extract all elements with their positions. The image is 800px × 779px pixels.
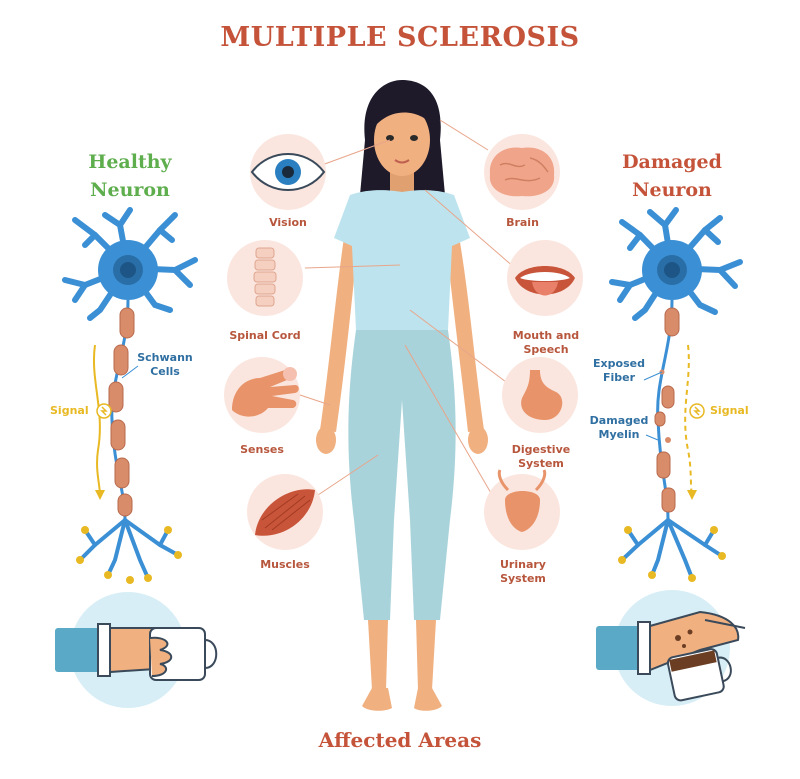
damaged-hand-icon (596, 590, 746, 706)
label-schwann-line2: Cells (150, 365, 180, 378)
label-spinal-cord: Spinal Cord (229, 329, 301, 342)
label-digestive-line2: System (518, 457, 564, 470)
label-exposed-line1: Exposed (593, 357, 645, 370)
damaged-neuron-title: Damaged Neuron (592, 148, 752, 204)
label-senses: Senses (240, 443, 284, 456)
muscles-icon (247, 474, 323, 550)
label-exposed-fiber: Exposed Fiber (588, 357, 650, 385)
label-brain: Brain (506, 216, 539, 229)
damaged-neuron-icon (609, 207, 743, 582)
label-myelin-line2: Myelin (598, 428, 640, 441)
mouth-icon (507, 240, 583, 316)
healthy-title-line1: Healthy (88, 151, 172, 173)
label-digestive: Digestive System (505, 443, 577, 471)
stomach-icon (502, 357, 578, 433)
connector-lines (299, 119, 516, 501)
label-schwann-line1: Schwann (137, 351, 193, 364)
footer-title: Affected Areas (318, 728, 482, 752)
label-urinary: Urinary System (490, 558, 556, 586)
damaged-title-line2: Neuron (632, 179, 712, 201)
label-myelin-line1: Damaged (589, 414, 649, 427)
spinal-cord-icon (227, 240, 303, 316)
label-exposed-line2: Fiber (602, 371, 636, 384)
damaged-title-line1: Damaged (622, 151, 722, 173)
label-muscles: Muscles (260, 558, 310, 571)
label-vision: Vision (269, 216, 307, 229)
label-healthy-signal: Signal (50, 404, 89, 417)
healthy-hand-icon (55, 592, 218, 708)
label-mouth: Mouth and Speech (505, 329, 587, 357)
label-mouth-line1: Mouth and (512, 329, 580, 342)
label-digestive-line1: Digestive (511, 443, 571, 456)
label-schwann-cells: Schwann Cells (132, 351, 198, 379)
label-damaged-myelin: Damaged Myelin (586, 414, 652, 442)
healthy-neuron-icon (62, 207, 198, 584)
brain-icon (484, 134, 560, 210)
label-urinary-line1: Urinary (500, 558, 546, 571)
healthy-neuron-title: Healthy Neuron (50, 148, 210, 204)
healthy-title-line2: Neuron (90, 179, 170, 201)
woman-figure (316, 80, 488, 711)
label-urinary-line2: System (500, 572, 546, 585)
senses-icon (224, 357, 300, 433)
vision-icon (250, 134, 326, 210)
urinary-icon (484, 469, 560, 550)
page-title: MULTIPLE SCLEROSIS (220, 22, 580, 53)
label-mouth-line2: Speech (523, 343, 569, 356)
label-damaged-signal: Signal (710, 404, 749, 417)
